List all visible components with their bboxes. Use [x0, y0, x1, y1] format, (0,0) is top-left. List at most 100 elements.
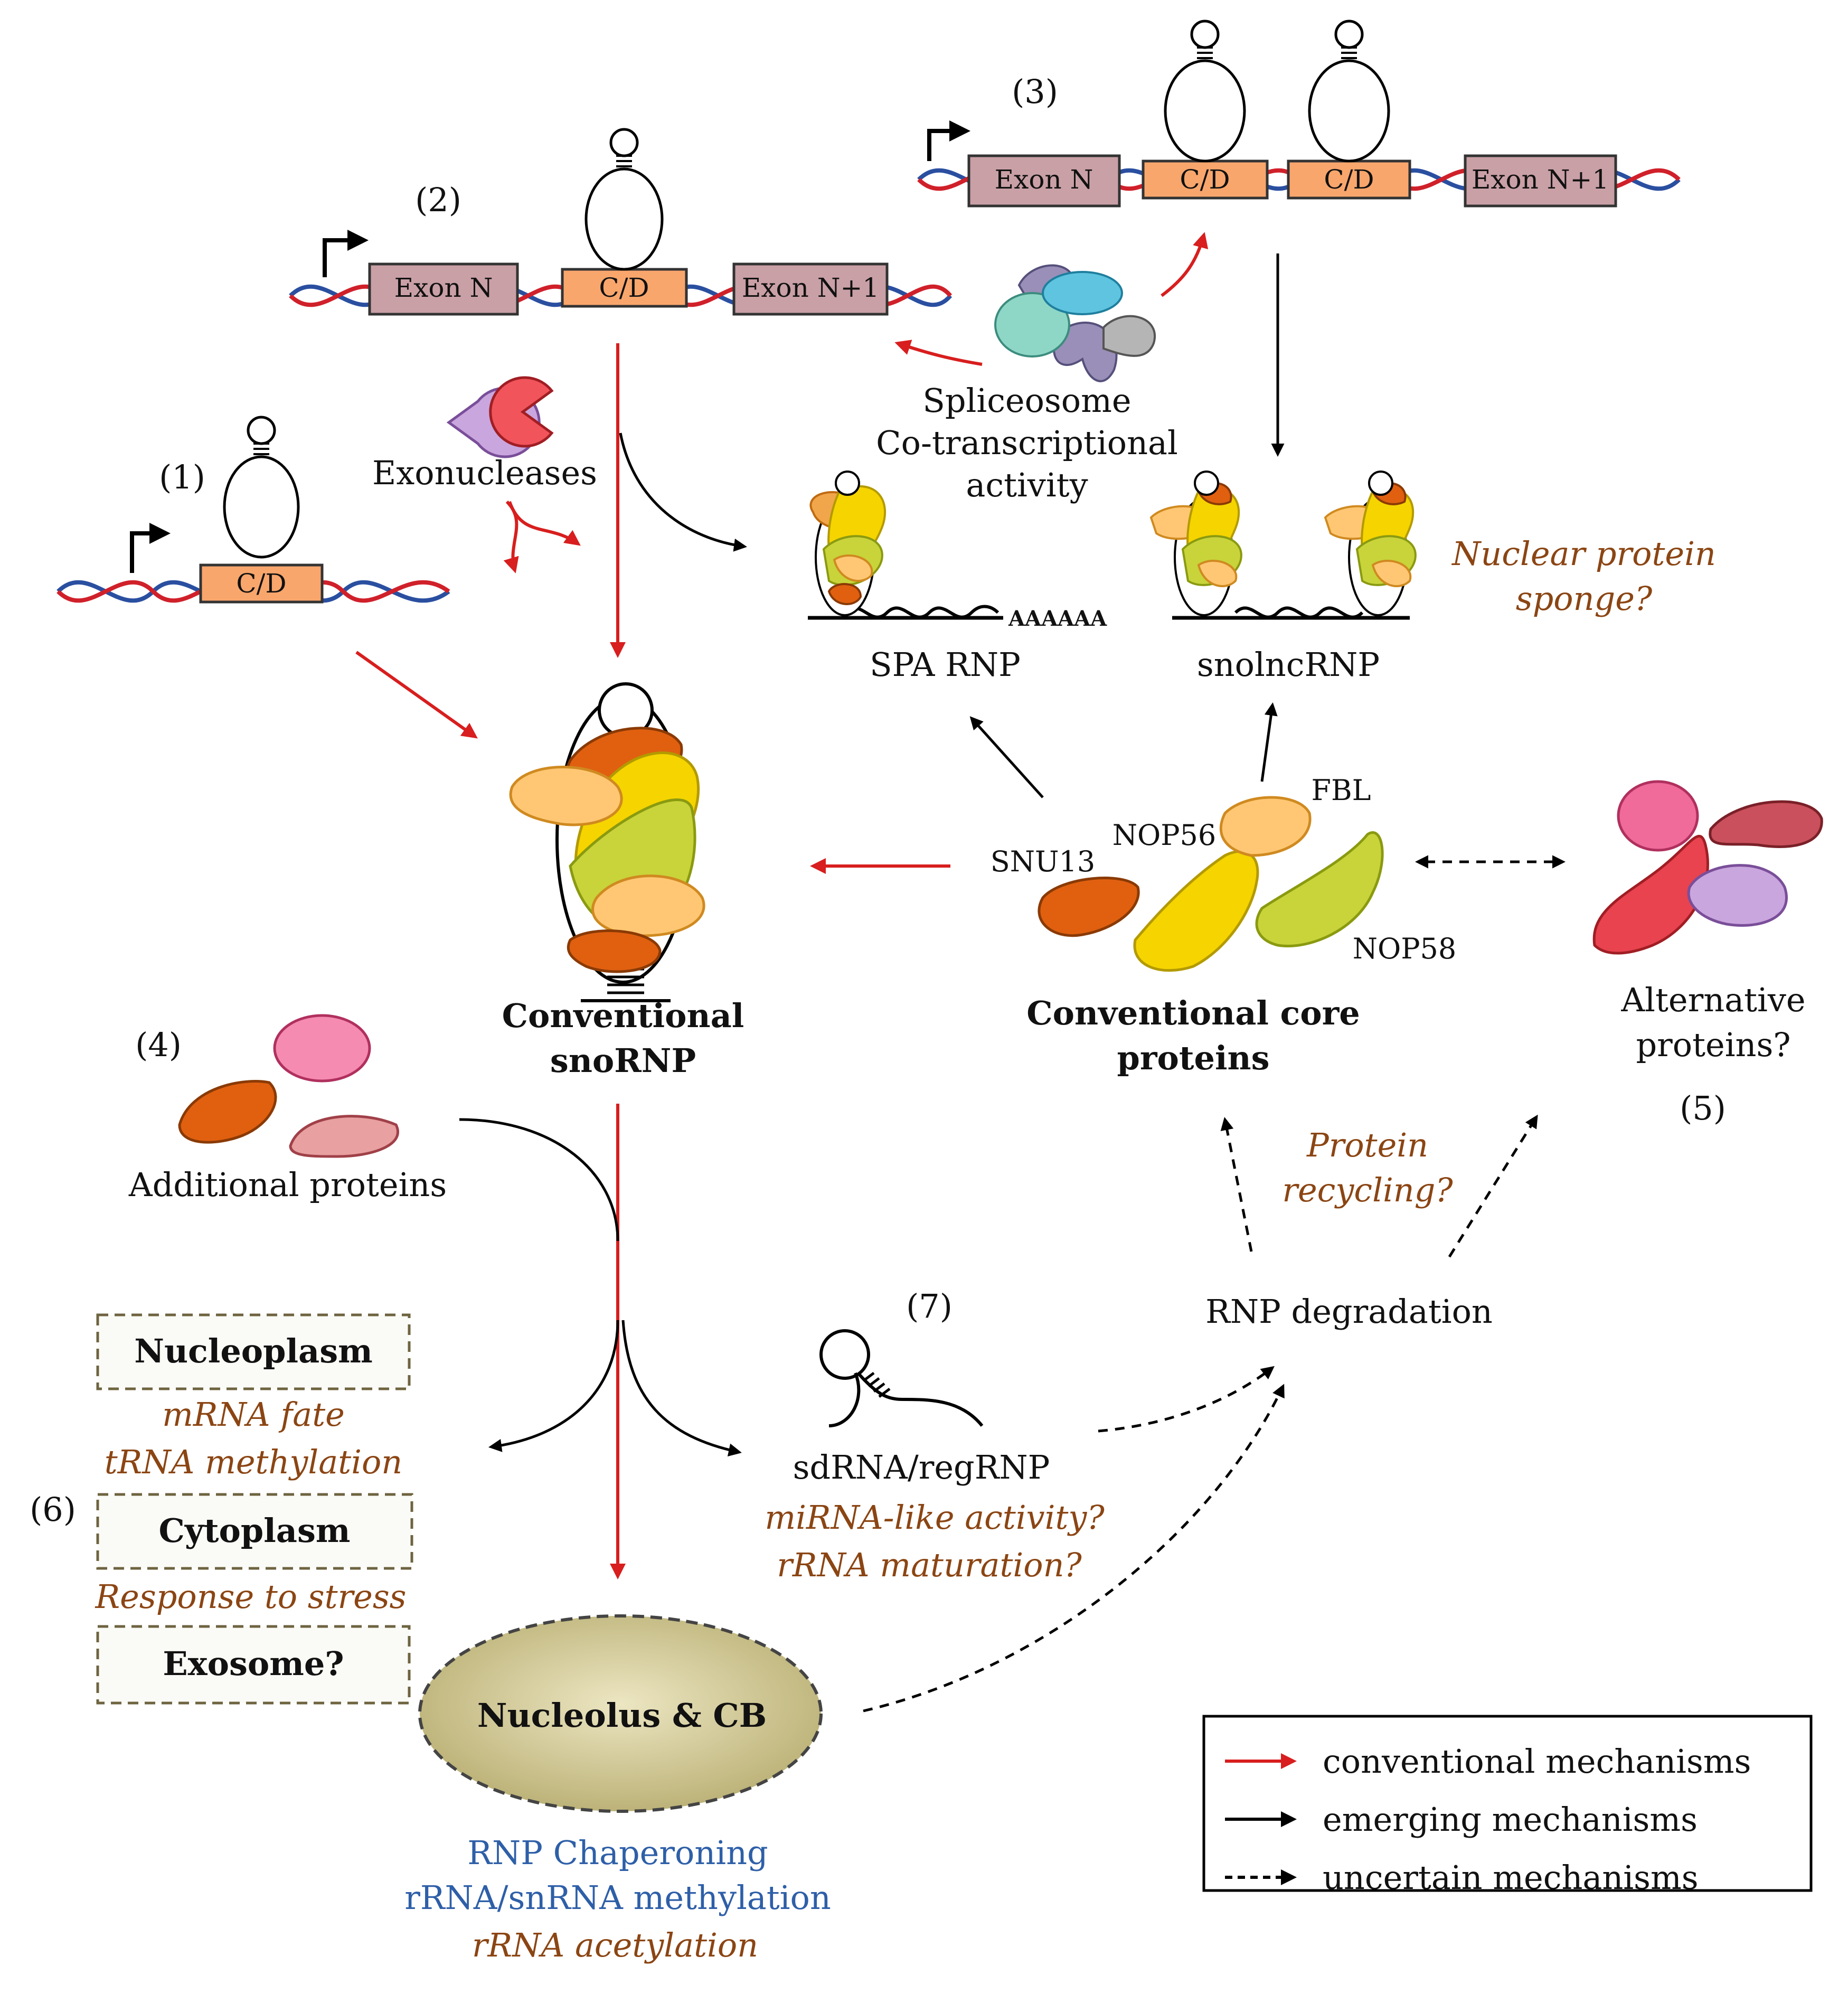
nucleolus: Nucleolus & CB RNP Chaperoning rRNA/snRN…	[404, 1614, 831, 1964]
exon-n1-box-2	[732, 262, 889, 316]
cd-label-3a: C/D	[1180, 164, 1230, 195]
alternative-label-1: Alternative	[1620, 981, 1805, 1019]
cd-box-3b	[1287, 159, 1411, 200]
additional-protein-orange	[178, 1080, 277, 1144]
sdrna-fate-2: rRNA maturation?	[777, 1546, 1082, 1584]
cytoplasm-label: Cytoplasm	[159, 1511, 351, 1550]
recycling-label-1: Protein	[1306, 1126, 1428, 1164]
exon-n-label-2: Exon N	[394, 272, 493, 303]
cytoplasm-box	[96, 1493, 413, 1570]
nop56-label: NOP56	[1112, 819, 1217, 852]
spa-rnp: AAAAAA SPA RNP	[808, 471, 1107, 684]
spa-rnp-label: SPA RNP	[870, 645, 1021, 684]
alt-protein-red	[1592, 835, 1709, 955]
conventional-snornp: Conventional snoRNP	[502, 682, 744, 1080]
recycling-label-2: recycling?	[1282, 1171, 1453, 1209]
exon-n-label-3: Exon N	[995, 164, 1093, 195]
snorna-loop-1	[223, 455, 300, 559]
gene-3: Exon N C/D C/D Exon N+1 (3)	[917, 20, 1681, 208]
spliceosome-label-2: Co-transcriptional	[876, 424, 1178, 462]
exonucleases: Exonucleases	[372, 376, 597, 573]
exosome-box	[96, 1625, 411, 1705]
legend-conventional-label: conventional mechanisms	[1323, 1742, 1751, 1781]
nop58-protein	[1255, 831, 1384, 947]
recycling: Protein recycling? RNP degradation	[1205, 1126, 1493, 1331]
legend: conventional mechanisms emerging mechani…	[1202, 1715, 1813, 1897]
exon-n1-label-2: Exon N+1	[742, 272, 879, 303]
pathway-2-label: (2)	[415, 181, 461, 219]
emerging-arrows	[459, 253, 1285, 1457]
additional-proteins-label: Additional proteins	[128, 1165, 447, 1204]
snolnc-rnp-label: snolncRNP	[1197, 645, 1380, 684]
pathway-3-label: (3)	[1012, 72, 1058, 111]
uncertain-arrows	[863, 855, 1566, 1713]
snu13-label: SNU13	[991, 845, 1095, 878]
exon-n1-box-3	[1464, 154, 1617, 208]
conventional-snornp-label-2: snoRNP	[550, 1041, 696, 1080]
exon-n1-label-3: Exon N+1	[1472, 164, 1609, 195]
compartments: (6) Nucleoplasm mRNA fate tRNA methylati…	[30, 1313, 413, 1705]
nucleolus-fn-1: RNP Chaperoning	[467, 1833, 768, 1872]
cd-box-3a	[1142, 159, 1269, 200]
snolnc-rnp: snolncRNP Nuclear protein sponge?	[1149, 471, 1716, 684]
legend-emerging-label: emerging mechanisms	[1323, 1800, 1698, 1839]
core-proteins-label-1: Conventional core	[1026, 994, 1360, 1032]
fbl-protein	[1219, 796, 1312, 857]
nuclear-sponge-q1: Nuclear protein	[1451, 534, 1716, 573]
exonucleases-label: Exonucleases	[372, 454, 597, 492]
snu13-protein	[1038, 877, 1140, 937]
cd-box-2	[561, 268, 688, 308]
conventional-arrows	[355, 343, 950, 1579]
conventional-snornp-label-1: Conventional	[502, 996, 744, 1035]
alternative-label-2: proteins?	[1636, 1026, 1790, 1064]
gene-2: Exon N C/D Exon N+1 (2)	[289, 128, 953, 316]
legend-uncertain-label: uncertain mechanisms	[1323, 1858, 1699, 1897]
spliceosome-label-1: Spliceosome	[922, 381, 1131, 420]
cd-label-2: C/D	[599, 272, 649, 303]
exon-n-box-3	[967, 154, 1121, 208]
nucleoplasm-label: Nucleoplasm	[134, 1332, 372, 1370]
core-proteins-label-2: proteins	[1117, 1039, 1270, 1077]
nucleolus-fn-3: rRNA acetylation	[472, 1926, 758, 1964]
nucleolus-label: Nucleolus & CB	[477, 1696, 767, 1735]
pathway-6-label: (6)	[30, 1490, 76, 1529]
cd-label-3b: C/D	[1324, 164, 1374, 195]
exosome-label: Exosome?	[163, 1644, 344, 1683]
nucleoplasm-fate-1: mRNA fate	[162, 1395, 345, 1434]
nucleolus-fn-2: rRNA/snRNA methylation	[404, 1878, 831, 1917]
alt-protein-pink	[1617, 780, 1699, 852]
rnp-degradation-label: RNP degradation	[1205, 1292, 1493, 1331]
pathway-5-label: (5)	[1680, 1089, 1726, 1127]
snorna-loop-3a	[1164, 59, 1246, 163]
nop58-label: NOP58	[1353, 932, 1457, 965]
alt-protein-purple	[1687, 864, 1788, 927]
fbl-label: FBL	[1311, 774, 1371, 807]
sdrna-fate-1: miRNA-like activity?	[765, 1498, 1105, 1537]
exonuclease-red-icon	[489, 376, 554, 448]
alternative-proteins: Alternative proteins? (5)	[1592, 780, 1823, 1127]
nucleolus-ellipse	[418, 1614, 823, 1813]
legend-box	[1202, 1715, 1813, 1892]
cd-box-1	[199, 563, 324, 604]
cytoplasm-fate-1: Response to stress	[95, 1577, 407, 1616]
polya-tail: AAAAAA	[1008, 606, 1107, 631]
nucleoplasm-box	[96, 1313, 411, 1390]
pathway-4-label: (4)	[135, 1026, 182, 1064]
core-proteins: FBL NOP56 SNU13 NOP58 Conventional core …	[991, 774, 1457, 1077]
snorna-loop-3b	[1308, 59, 1390, 163]
alt-protein-maroon	[1709, 800, 1823, 848]
snolnc-rnp-right	[1324, 471, 1417, 616]
snolnc-rnp-left	[1149, 471, 1242, 616]
sdrna-label: sdRNA/regRNP	[793, 1448, 1050, 1487]
additional-proteins: (4) Additional proteins	[128, 1014, 447, 1204]
nucleoplasm-fate-2: tRNA methylation	[105, 1443, 402, 1481]
additional-protein-rose	[289, 1115, 399, 1158]
pathway-7-label: (7)	[906, 1287, 953, 1325]
spliceosome-label-3: activity	[966, 466, 1088, 504]
snorna-loop-2	[584, 167, 664, 271]
gene-1: C/D (1)	[56, 416, 450, 604]
pathway-1-label: (1)	[159, 458, 205, 496]
additional-protein-pink	[273, 1014, 371, 1083]
cd-label-1: C/D	[236, 568, 286, 599]
